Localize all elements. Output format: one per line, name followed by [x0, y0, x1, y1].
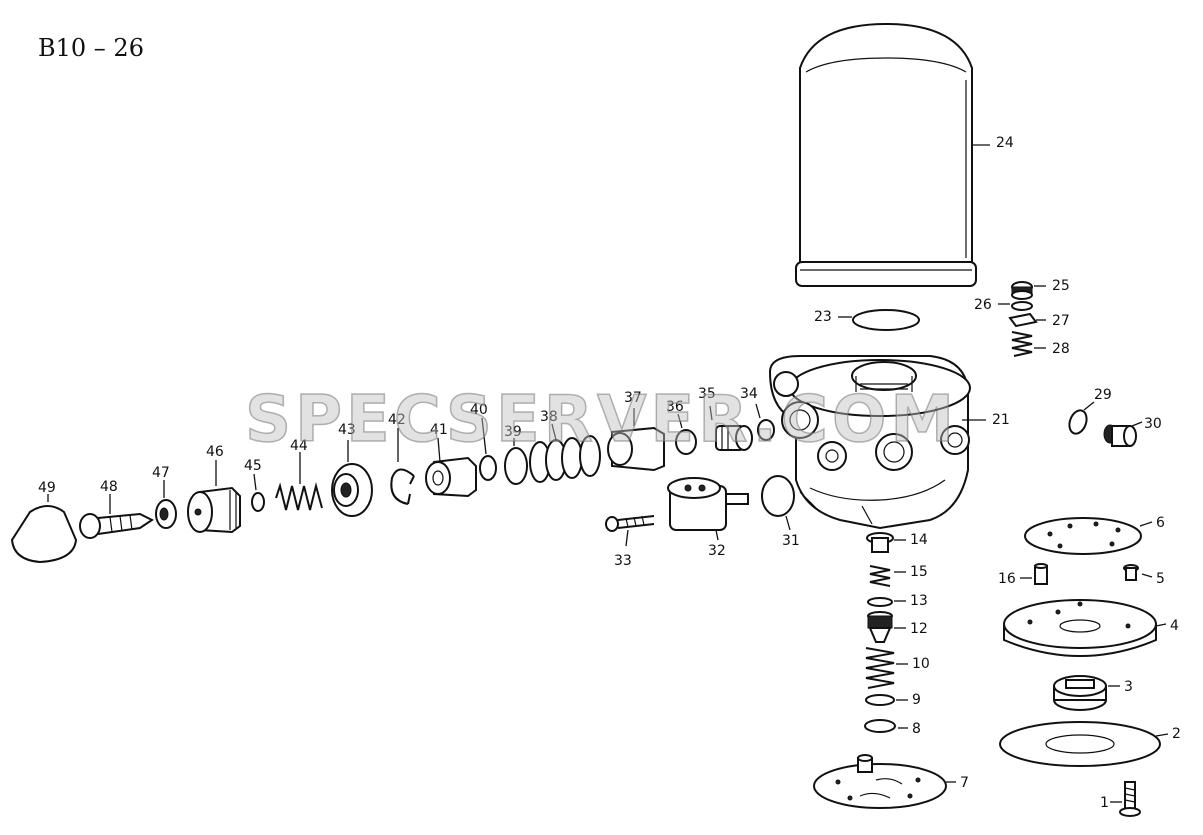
- callout-24: 24: [996, 135, 1014, 151]
- callout-29: 29: [1094, 387, 1112, 403]
- part-6-gasket: [1024, 517, 1142, 555]
- part-25-nut: [1011, 281, 1033, 300]
- part-8-ring: [864, 719, 896, 733]
- part-23-o-ring: [852, 309, 920, 331]
- callout-36: 36: [666, 399, 684, 415]
- part-38-piston-seals: [529, 435, 601, 483]
- part-35-fitting: [715, 425, 753, 451]
- callout-44: 44: [290, 438, 308, 454]
- part-29-ring: [1068, 409, 1088, 435]
- part-3-valve-body: [1053, 675, 1107, 711]
- callout-30: 30: [1144, 416, 1162, 432]
- part-10-spring: [865, 647, 895, 689]
- part-48-pin: [79, 512, 154, 539]
- callout-46: 46: [206, 444, 224, 460]
- part-30-plug: [1103, 424, 1137, 447]
- part-26-washer: [1011, 301, 1033, 311]
- part-14-piston: [866, 532, 894, 553]
- callout-1: 1: [1100, 795, 1109, 811]
- part-43-nut: [331, 463, 373, 517]
- callout-16: 16: [998, 571, 1016, 587]
- part-27-plate: [1008, 312, 1038, 328]
- callout-6: 6: [1156, 515, 1165, 531]
- callout-7: 7: [960, 775, 969, 791]
- part-45-ring: [251, 492, 265, 512]
- part-37-sleeve: [607, 426, 665, 472]
- callout-32: 32: [708, 543, 726, 559]
- part-13-ring: [867, 597, 893, 607]
- callout-42: 42: [388, 412, 406, 428]
- callout-9: 9: [912, 692, 921, 708]
- part-31-o-ring: [761, 475, 795, 517]
- part-42-circlip: [390, 468, 415, 505]
- callout-15: 15: [910, 564, 928, 580]
- part-1-bolt: [1119, 781, 1141, 817]
- part-49-cap: [10, 505, 78, 564]
- callout-48: 48: [100, 479, 118, 495]
- part-4-cover: [1003, 599, 1157, 657]
- part-21-housing: [768, 355, 971, 530]
- callout-25: 25: [1052, 278, 1070, 294]
- callout-49: 49: [38, 480, 56, 496]
- callout-5: 5: [1156, 571, 1165, 587]
- part-34-ring: [757, 419, 775, 441]
- callout-12: 12: [910, 621, 928, 637]
- callout-35: 35: [698, 386, 716, 402]
- callout-23: 23: [814, 309, 832, 325]
- part-40-ring: [479, 455, 497, 481]
- callout-3: 3: [1124, 679, 1133, 695]
- part-46-cap: [187, 486, 241, 534]
- part-47-washer: [155, 499, 177, 529]
- diagram-title: B10 – 26: [38, 34, 144, 62]
- part-5-screw: [1123, 564, 1139, 581]
- part-28-spring: [1011, 331, 1033, 357]
- part-41-valve-piston: [425, 456, 477, 498]
- callout-28: 28: [1052, 341, 1070, 357]
- callout-43: 43: [338, 422, 356, 438]
- callout-31: 31: [782, 533, 800, 549]
- callout-2: 2: [1172, 726, 1181, 742]
- part-24-cartridge: [795, 22, 977, 287]
- part-7-base-plate: [813, 754, 947, 809]
- callout-13: 13: [910, 593, 928, 609]
- callout-37: 37: [624, 390, 642, 406]
- callout-38: 38: [540, 409, 558, 425]
- callout-8: 8: [912, 721, 921, 737]
- callout-33: 33: [614, 553, 632, 569]
- part-32-valve-insert: [667, 477, 749, 531]
- part-12-valve: [867, 611, 893, 643]
- callout-21: 21: [992, 412, 1010, 428]
- part-33-screw: [605, 515, 655, 532]
- callout-39: 39: [504, 424, 522, 440]
- callout-10: 10: [912, 656, 930, 672]
- part-16-sleeve: [1034, 563, 1048, 585]
- callout-47: 47: [152, 465, 170, 481]
- callout-34: 34: [740, 386, 758, 402]
- callout-4: 4: [1170, 618, 1179, 634]
- part-36-washer: [675, 429, 697, 455]
- part-2-plate: [999, 721, 1161, 767]
- part-39-o-ring: [504, 447, 528, 485]
- callout-26: 26: [974, 297, 992, 313]
- part-9-ring: [865, 694, 895, 706]
- callout-40: 40: [470, 402, 488, 418]
- callout-41: 41: [430, 422, 448, 438]
- part-15-spring: [869, 565, 891, 587]
- callout-27: 27: [1052, 313, 1070, 329]
- callout-14: 14: [910, 532, 928, 548]
- callout-45: 45: [244, 458, 262, 474]
- part-44-spring: [275, 482, 323, 511]
